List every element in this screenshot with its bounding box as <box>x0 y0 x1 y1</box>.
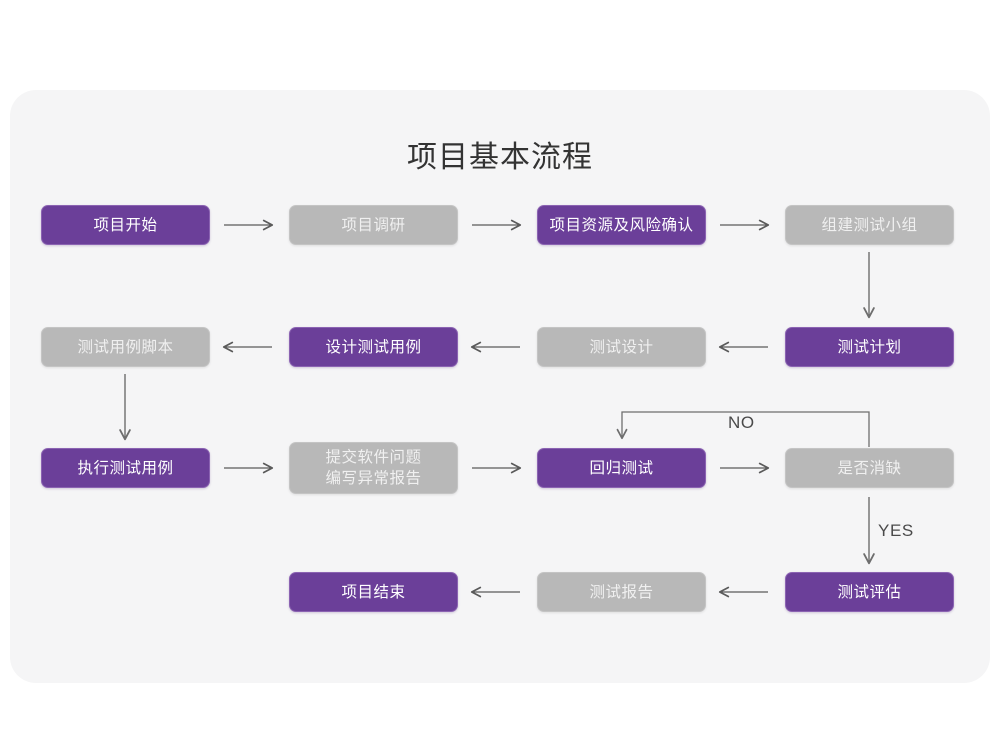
node-submit-issue-report[interactable]: 提交软件问题 编写异常报告 <box>289 442 458 494</box>
node-execute-test-case[interactable]: 执行测试用例 <box>41 448 210 488</box>
node-project-start[interactable]: 项目开始 <box>41 205 210 245</box>
node-form-test-team[interactable]: 组建测试小组 <box>785 205 954 245</box>
connector-label-no: NO <box>728 413 755 432</box>
page-title: 项目基本流程 <box>407 141 593 174</box>
node-regression-test[interactable]: 回归测试 <box>537 448 706 488</box>
node-test-evaluation[interactable]: 测试评估 <box>785 572 954 612</box>
node-defect-cleared[interactable]: 是否消缺 <box>785 448 954 488</box>
node-design-test-case[interactable]: 设计测试用例 <box>289 327 458 367</box>
node-test-case-script[interactable]: 测试用例脚本 <box>41 327 210 367</box>
node-resource-risk-confirm[interactable]: 项目资源及风险确认 <box>537 205 706 245</box>
connector-label-yes: YES <box>878 521 914 540</box>
node-project-end[interactable]: 项目结束 <box>289 572 458 612</box>
node-test-design[interactable]: 测试设计 <box>537 327 706 367</box>
node-test-plan[interactable]: 测试计划 <box>785 327 954 367</box>
node-test-report[interactable]: 测试报告 <box>537 572 706 612</box>
node-project-research[interactable]: 项目调研 <box>289 205 458 245</box>
